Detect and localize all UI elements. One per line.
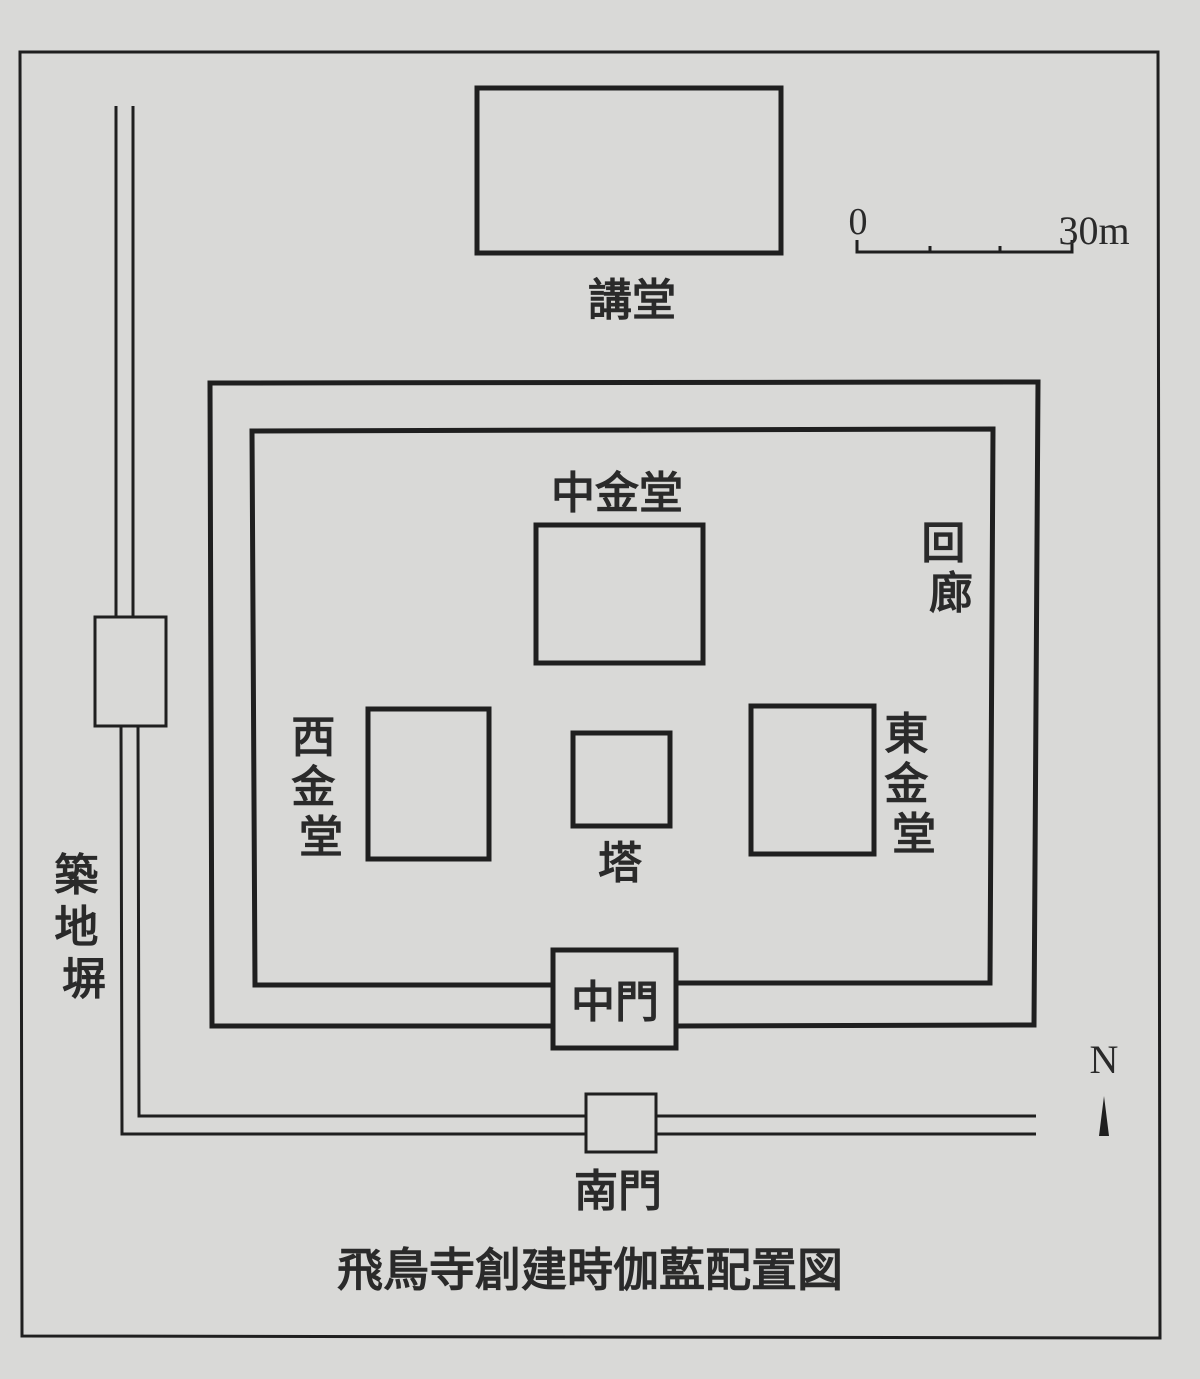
earthen-wall-inner-line [131, 106, 1036, 1118]
east-label-char-2: 金 [883, 759, 929, 810]
east-golden-hall-label: 東 金 堂 [883, 709, 943, 860]
wall-label-char-2: 地 [54, 902, 98, 953]
earthen-wall-outer-line [114, 106, 1036, 1136]
north-label: N [1090, 1037, 1119, 1082]
diagram-title: 飛鳥寺創建時伽藍配置図 [337, 1243, 843, 1297]
pagoda-label: 塔 [598, 838, 643, 889]
east-label-char-1: 東 [884, 709, 928, 760]
page-frame [18, 50, 1162, 1340]
south-gate-label: 南門 [574, 1166, 662, 1217]
west-label-char-2: 金 [290, 762, 336, 813]
corridor-label-char-2: 廊 [929, 568, 973, 619]
west-label-char-3: 堂 [299, 812, 343, 863]
middle-gate-label: 中門 [571, 977, 659, 1028]
corridor-inner-wall [249, 426, 996, 988]
west-golden-hall-building [365, 706, 492, 862]
wall-label-char-3: 塀 [62, 954, 106, 1005]
west-label-char-1: 西 [291, 712, 335, 763]
middle-golden-hall-label: 中金堂 [551, 468, 683, 519]
north-arrow-icon [1099, 1096, 1109, 1136]
corridor-label: 回 廊 [921, 518, 980, 619]
middle-gate-building [550, 947, 679, 1051]
east-golden-hall-building [748, 703, 877, 857]
west-golden-hall-label: 西 金 堂 [290, 712, 350, 863]
scale-start-label: 0 [849, 201, 868, 243]
lecture-hall-label: 講堂 [588, 275, 676, 326]
corridor-outer-wall [207, 379, 1041, 1029]
lecture-hall-building [474, 85, 784, 256]
south-gate-building [584, 1092, 658, 1154]
earthen-wall-label: 築 地 塀 [54, 850, 113, 1005]
pagoda-building [570, 730, 673, 829]
corridor-label-char-1: 回 [921, 518, 965, 569]
middle-golden-hall-building [533, 522, 706, 666]
west-gate-building [93, 615, 168, 728]
wall-label-char-1: 築 [54, 850, 99, 901]
scale-bar [855, 240, 1074, 254]
scale-end-label: 30m [1058, 208, 1129, 253]
east-label-char-3: 堂 [892, 809, 936, 860]
